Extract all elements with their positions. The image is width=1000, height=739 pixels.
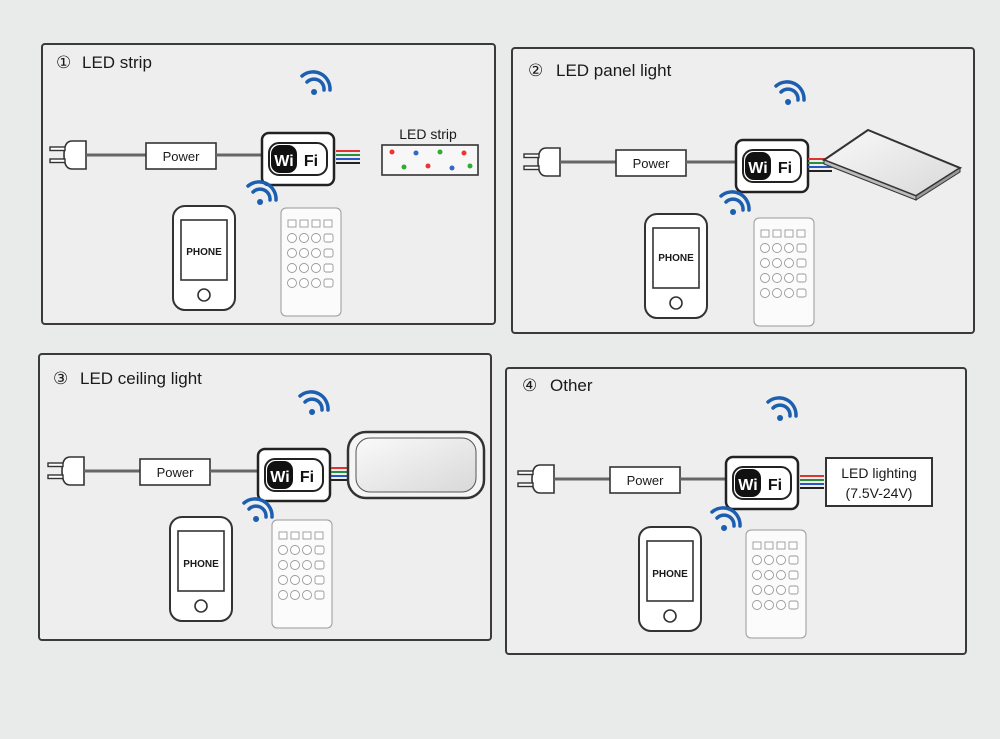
wifi-right-text: Fi <box>304 153 318 170</box>
panel-number: ④ <box>522 376 537 395</box>
panel-number: ② <box>528 61 543 80</box>
wifi-controller-icon: Wi Fi <box>734 138 810 194</box>
panel-title: LED panel light <box>556 61 672 80</box>
panel-title: LED ceiling light <box>80 369 202 388</box>
panel-title: Other <box>550 376 593 395</box>
power-label: Power <box>633 156 671 171</box>
led-panel-device <box>821 128 963 201</box>
power-label: Power <box>627 473 665 488</box>
phone-icon: PHONE <box>644 213 708 319</box>
device-label: LED strip <box>399 126 457 142</box>
wifi-controller-icon: Wi Fi <box>724 455 800 511</box>
panel-led-strip: ① LED strip Power Wi Fi LED strip PHONE <box>41 43 496 325</box>
phone-label: PHONE <box>652 569 688 580</box>
remote-icon <box>753 217 815 327</box>
led-strip-device <box>381 144 479 176</box>
phone-icon: PHONE <box>172 205 236 311</box>
power-label: Power <box>157 465 195 480</box>
wifi-left-text: Wi <box>270 469 289 486</box>
power-supply <box>609 466 681 494</box>
panel-number: ③ <box>53 369 68 388</box>
power-supply <box>615 149 687 177</box>
phone-label: PHONE <box>658 253 694 264</box>
wifi-right-text: Fi <box>300 469 314 486</box>
power-label: Power <box>163 149 201 164</box>
remote-icon <box>280 207 342 317</box>
wifi-left-text: Wi <box>738 477 757 494</box>
led-ceiling-device <box>346 430 486 500</box>
power-supply <box>145 142 217 170</box>
device-label-line2: (7.5V-24V) <box>846 485 913 501</box>
wifi-left-text: Wi <box>748 160 767 177</box>
wifi-right-text: Fi <box>768 477 782 494</box>
wifi-controller-icon: Wi Fi <box>256 447 332 503</box>
panel-other: ④ Other Power Wi Fi LED lighting (7.5V-2… <box>505 367 967 655</box>
remote-icon <box>745 529 807 639</box>
wifi-controller-icon: Wi Fi <box>260 131 336 187</box>
phone-icon: PHONE <box>638 526 702 632</box>
led-lighting-box: LED lighting (7.5V-24V) <box>825 457 933 507</box>
phone-icon: PHONE <box>169 516 233 622</box>
wifi-left-text: Wi <box>274 153 293 170</box>
panel-number: ① <box>56 53 71 72</box>
remote-icon <box>271 519 333 629</box>
wifi-right-text: Fi <box>778 160 792 177</box>
power-supply <box>139 458 211 486</box>
phone-label: PHONE <box>186 247 222 258</box>
panel-title: LED strip <box>82 53 152 72</box>
panel-led-ceiling-light: ③ LED ceiling light Power Wi Fi PHONE <box>38 353 492 641</box>
device-label-line1: LED lighting <box>841 465 917 481</box>
phone-label: PHONE <box>183 559 219 570</box>
panel-led-panel-light: ② LED panel light Power Wi Fi PHONE <box>511 47 975 334</box>
